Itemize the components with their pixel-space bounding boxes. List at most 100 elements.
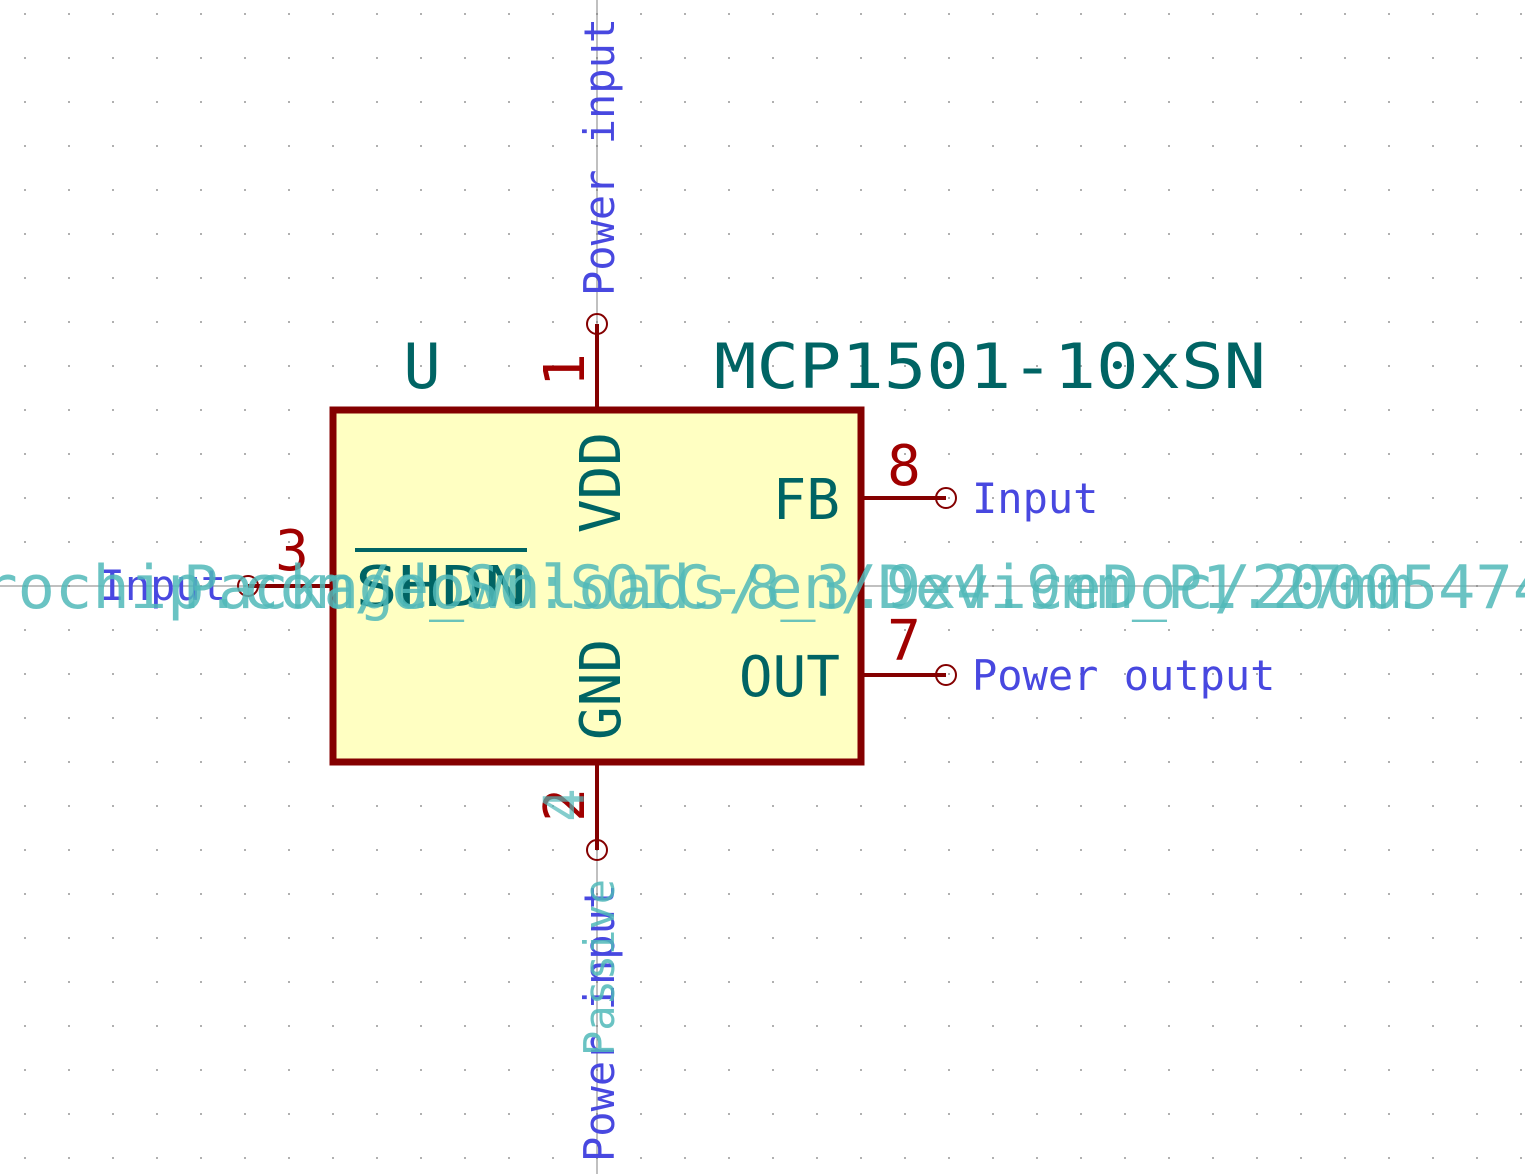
grid-dot: [200, 101, 202, 103]
grid-dot: [904, 1069, 906, 1071]
grid-dot: [1300, 233, 1302, 235]
footprint-field[interactable]: Package_SO:SOIC-8_3.9x4.9mm_P1.27mm: [183, 553, 1413, 623]
grid-dot: [860, 189, 862, 191]
grid-dot: [1344, 893, 1346, 895]
grid-dot: [376, 1069, 378, 1071]
grid-dot: [420, 277, 422, 279]
grid-dot: [1256, 497, 1258, 499]
grid-dot: [68, 13, 70, 15]
grid-dot: [68, 57, 70, 59]
grid-dot: [772, 145, 774, 147]
symbol-body[interactable]: [329, 406, 865, 766]
datasheet-field[interactable]: http://ww1.microchip.com/downloads/en/De…: [0, 553, 1525, 623]
grid-dot: [288, 937, 290, 939]
grid-dot: [68, 1069, 70, 1071]
grid-dot: [904, 629, 906, 631]
grid-dot: [68, 145, 70, 147]
pin-8-graphic[interactable]: [861, 487, 957, 509]
pin-3-graphic[interactable]: [237, 575, 333, 597]
grid-dot: [156, 13, 158, 15]
grid-dot: [288, 541, 290, 543]
grid-dot: [1080, 497, 1082, 499]
grid-dot: [1388, 937, 1390, 939]
grid-dot: [1520, 497, 1522, 499]
grid-dot: [1256, 761, 1258, 763]
grid-dot: [728, 145, 730, 147]
grid-dot: [68, 981, 70, 983]
grid-dot: [288, 1069, 290, 1071]
grid-dot: [1080, 321, 1082, 323]
grid-dot: [1080, 541, 1082, 543]
grid-dot: [1036, 629, 1038, 631]
grid-dot: [1124, 937, 1126, 939]
grid-dot: [1432, 277, 1434, 279]
grid-dot: [244, 849, 246, 851]
pin-name-fb: FB: [773, 468, 840, 533]
grid-dot: [156, 101, 158, 103]
grid-dot: [1124, 497, 1126, 499]
grid-dot: [420, 13, 422, 15]
grid-dot: [156, 1113, 158, 1115]
grid-dot: [1520, 761, 1522, 763]
grid-dot: [1476, 1069, 1478, 1071]
grid-dot: [992, 541, 994, 543]
grid-dot: [860, 849, 862, 851]
grid-dot: [552, 321, 554, 323]
stacked-pin-number-4: 4: [533, 788, 598, 822]
grid-dot: [1432, 365, 1434, 367]
grid-dot: [816, 849, 818, 851]
grid-dot: [728, 233, 730, 235]
grid-dot: [992, 497, 994, 499]
grid-dot: [112, 13, 114, 15]
grid-dot: [332, 1113, 334, 1115]
grid-dot: [772, 1113, 774, 1115]
grid-dot: [1080, 453, 1082, 455]
grid-dot: [1476, 981, 1478, 983]
grid-dot: [948, 541, 950, 543]
grid-dot: [640, 13, 642, 15]
grid-dot: [1432, 717, 1434, 719]
reference-designator[interactable]: U: [403, 330, 440, 403]
grid-dot: [1036, 1113, 1038, 1115]
grid-dot: [552, 101, 554, 103]
grid-dot: [420, 849, 422, 851]
grid-dot: [332, 189, 334, 191]
grid-dot: [112, 1113, 114, 1115]
grid-dot: [1212, 937, 1214, 939]
grid-dot: [1256, 321, 1258, 323]
grid-dot: [332, 1025, 334, 1027]
grid-dot: [508, 1069, 510, 1071]
grid-dot: [288, 893, 290, 895]
grid-dot: [728, 1069, 730, 1071]
value-field[interactable]: MCP1501-10xSN: [714, 330, 1266, 403]
grid-dot: [1168, 717, 1170, 719]
stacked-pin-type: Passive: [575, 879, 624, 1056]
grid-dot: [1520, 937, 1522, 939]
grid-dot: [1168, 849, 1170, 851]
grid-dot: [684, 1069, 686, 1071]
grid-dot: [332, 321, 334, 323]
grid-dot: [112, 761, 114, 763]
grid-dot: [1036, 1157, 1038, 1159]
grid-dot: [1124, 717, 1126, 719]
pin-2-graphic[interactable]: [586, 764, 608, 861]
grid-dot: [1300, 805, 1302, 807]
grid-dot: [992, 321, 994, 323]
grid-dot: [508, 1025, 510, 1027]
grid-dot: [1476, 189, 1478, 191]
grid-dot: [1168, 321, 1170, 323]
grid-dot: [1300, 629, 1302, 631]
grid-dot: [1212, 13, 1214, 15]
grid-dot: [1520, 365, 1522, 367]
grid-dot: [112, 277, 114, 279]
grid-dot: [1124, 541, 1126, 543]
grid-dot: [1256, 1113, 1258, 1115]
pin-7-graphic[interactable]: [861, 664, 957, 686]
grid-dot: [904, 717, 906, 719]
grid-dot: [552, 13, 554, 15]
grid-dot: [552, 1157, 554, 1159]
grid-dot: [1256, 453, 1258, 455]
grid-dot: [684, 937, 686, 939]
pin-1-graphic[interactable]: [586, 313, 608, 408]
grid-dot: [1256, 937, 1258, 939]
